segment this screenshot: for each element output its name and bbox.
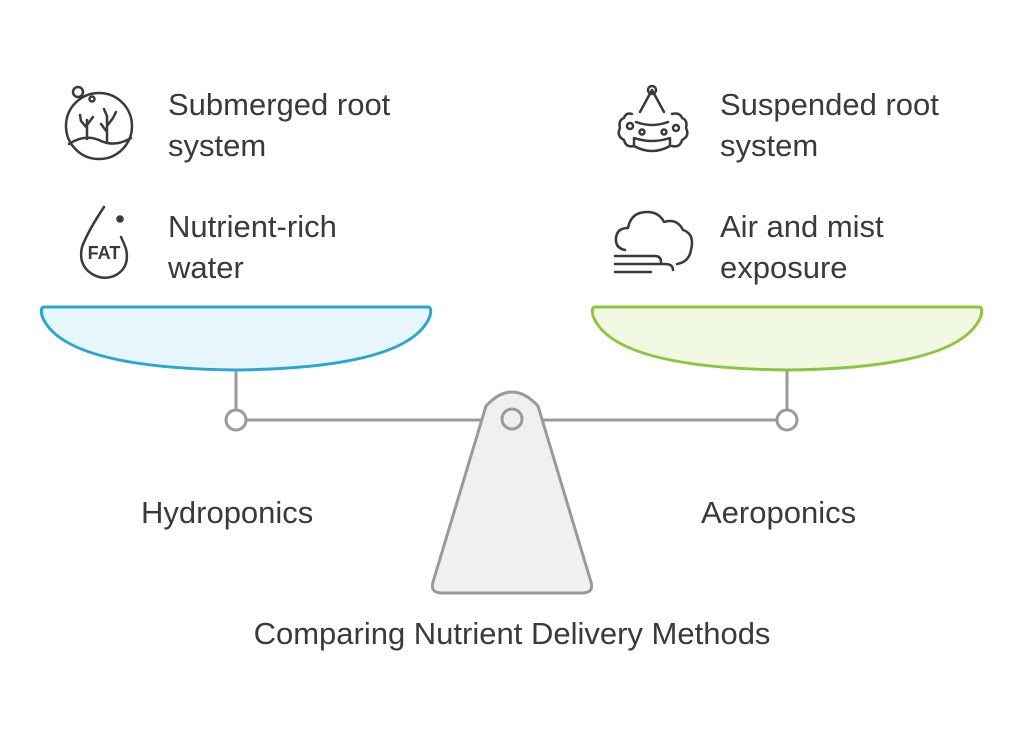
feature-nutrient-water: Nutrient-rich water: [168, 209, 337, 285]
icon-text: FAT: [88, 243, 121, 263]
fulcrum: [430, 390, 594, 595]
nutrient-drop-icon: FAT: [79, 205, 129, 279]
diagram-title: Comparing Nutrient Delivery Methods: [253, 616, 771, 651]
right-method-label: Aeroponics: [701, 495, 857, 530]
center-pivot: [500, 407, 524, 431]
suspended-roots-icon: [617, 84, 689, 153]
right-pivot: [775, 408, 799, 432]
left-method-label: Hydroponics: [141, 495, 314, 530]
right-pan: [590, 305, 984, 372]
feature-air-mist: Air and mist exposure: [720, 209, 884, 285]
feature-suspended-root: Suspended root system: [720, 87, 939, 163]
left-pivot: [224, 408, 248, 432]
left-pan: [39, 305, 433, 372]
mist-cloud-icon: [613, 210, 694, 274]
feature-submerged-root: Submerged root system: [168, 87, 391, 163]
submerged-roots-icon: [64, 85, 134, 161]
